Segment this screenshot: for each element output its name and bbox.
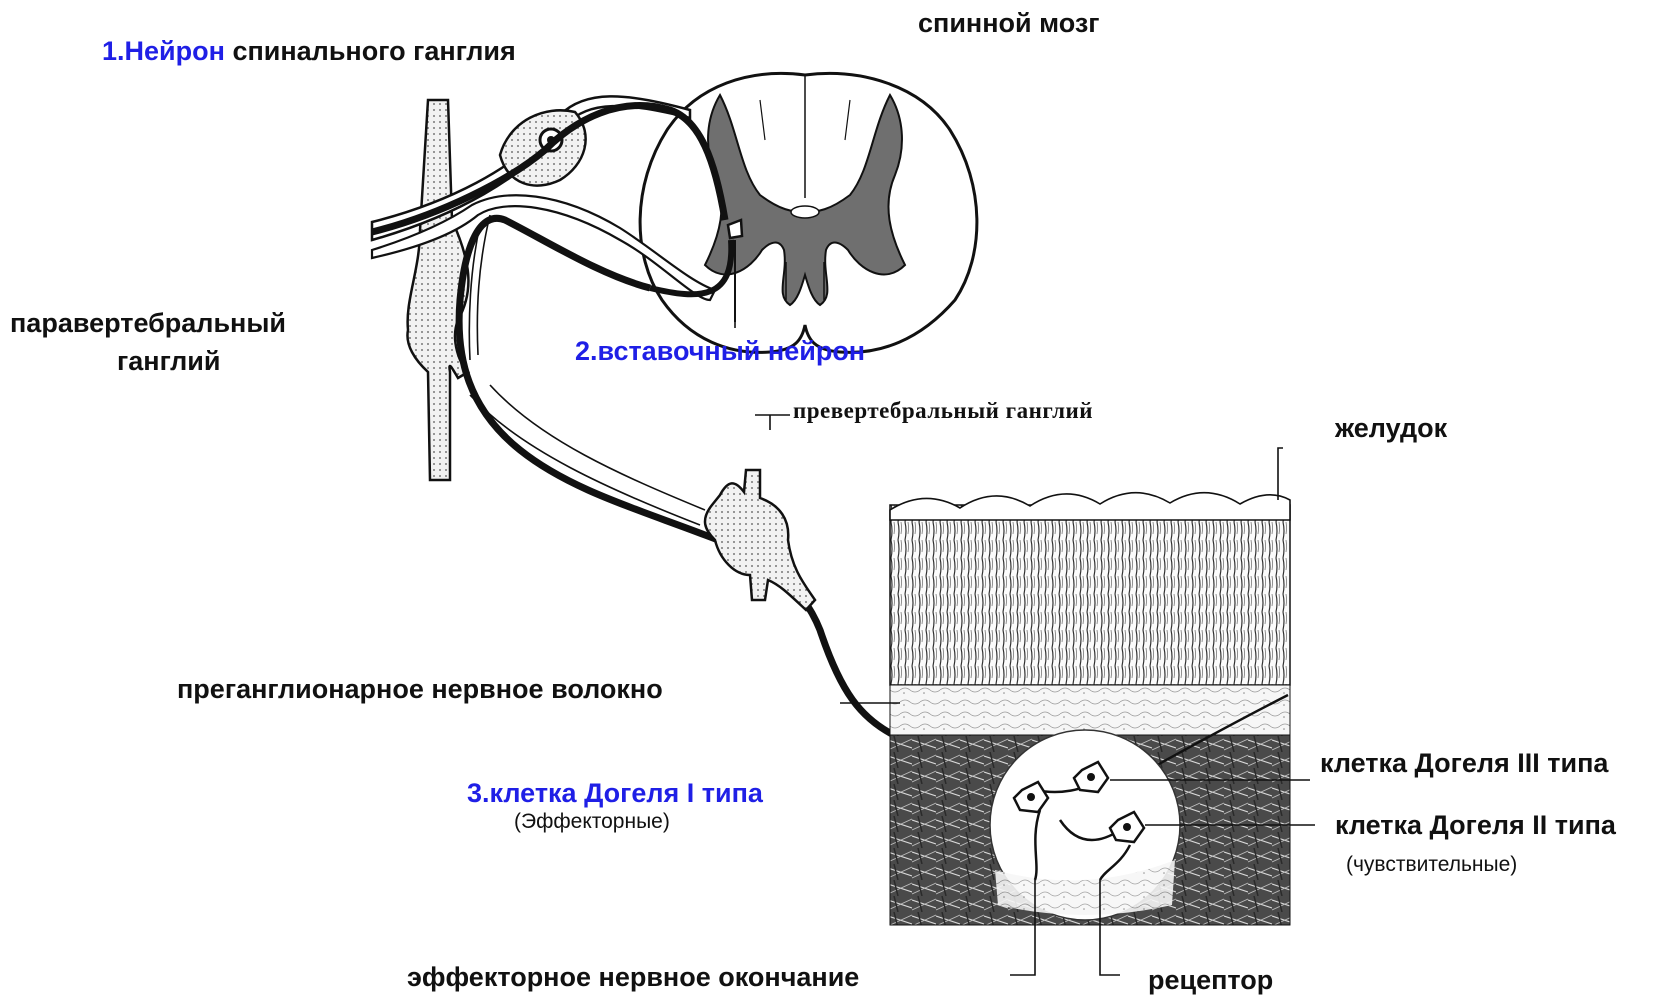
label-paravertebral-line1: паравертебральный <box>10 308 286 339</box>
label-interneuron: 2.вставочный нейрон <box>575 336 865 367</box>
label-dogiel-1-note: (Эффекторные) <box>514 810 670 834</box>
label-stomach: желудок <box>1335 413 1447 444</box>
label-neuron-1-number: 1.Нейрон <box>102 36 225 66</box>
label-dogiel-2: клетка Догеля II типа <box>1335 810 1616 841</box>
label-prevertebral: превертебральный ганглий <box>793 398 1093 424</box>
prevertebral-ganglion <box>705 470 815 610</box>
label-dogiel-1: 3.клетка Догеля I типа <box>467 778 763 809</box>
label-spinal-cord: спинной мозг <box>918 8 1100 39</box>
label-neuron-1: 1.Нейрон спинального ганглия <box>102 36 516 67</box>
label-effector-ending: эффекторное нервное окончание <box>407 962 859 993</box>
label-neuron-1-rest: спинального ганглия <box>225 36 516 66</box>
label-dogiel-3: клетка Догеля III типа <box>1320 748 1608 779</box>
label-dogiel-2-note: (чувствительные) <box>1346 853 1517 877</box>
label-preganglionic: преганглионарное нервное волокно <box>177 674 663 705</box>
label-receptor: рецептор <box>1148 965 1273 996</box>
label-paravertebral-line2: ганглий <box>117 346 221 377</box>
